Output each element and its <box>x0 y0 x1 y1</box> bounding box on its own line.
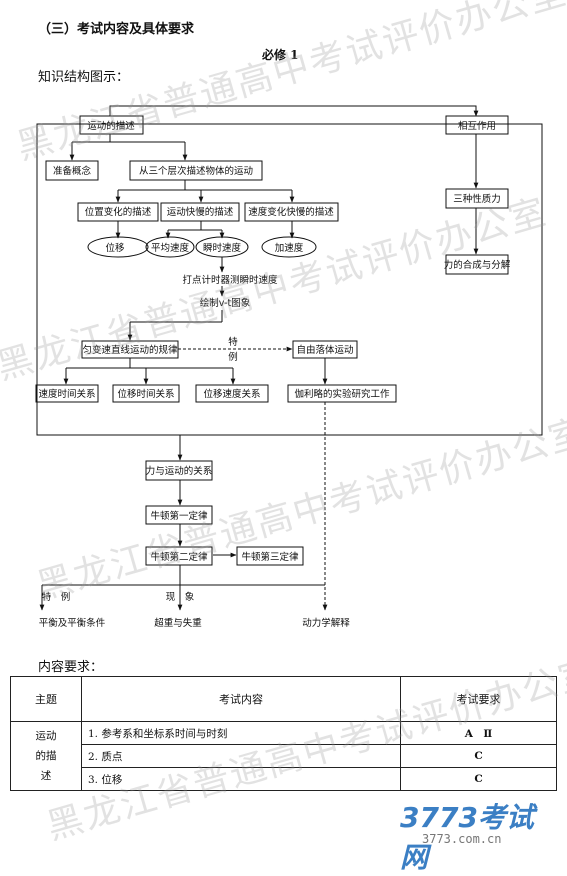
topic-line: 运动 <box>35 730 57 742</box>
node-newton1-box <box>145 505 213 525</box>
content-cell: 3. 位移 <box>81 767 401 791</box>
node-dynamics: 动力学解释 <box>302 617 350 629</box>
content-title: 内容要求： <box>38 660 104 675</box>
node-uniform-box <box>81 340 179 359</box>
node-vel-change-box <box>244 202 339 222</box>
node-xt-rel: 位移时间关系 <box>117 388 174 400</box>
structure-title: 知识结构图示： <box>38 70 130 85</box>
node-free-fall-box <box>292 340 358 359</box>
node-compose-box <box>445 254 509 275</box>
table-row: 3. 位移 C <box>11 767 557 791</box>
node-balance: 平衡及平衡条件 <box>39 617 106 629</box>
node-prep-concepts-box <box>45 160 99 181</box>
header-content: 考试内容 <box>81 676 401 722</box>
node-acceleration: 加速度 <box>275 242 304 254</box>
node-force-motion: 力与运动的关系 <box>146 465 213 477</box>
node-prep-concepts: 准备概念 <box>53 165 92 177</box>
knowledge-structure-diagram: 运动的描述 相互作用 准备概念 从三个层次描述物体的运动 位置变化的描述 运动快… <box>35 105 543 629</box>
node-overweight: 超重与失重 <box>154 617 202 629</box>
node-three-levels-box <box>129 160 263 181</box>
node-pos-change: 位置变化的描述 <box>85 206 152 218</box>
node-force-motion-box <box>145 460 213 481</box>
node-newton3: 牛顿第三定律 <box>241 551 299 563</box>
node-vt-graph: 绘制v-t图象 <box>200 297 251 309</box>
node-pos-change-box <box>77 202 159 222</box>
node-xv-rel: 位移速度关系 <box>203 388 260 400</box>
node-newton3-box <box>236 546 304 566</box>
node-compose: 力的合成与分解 <box>444 259 511 271</box>
table-row: 运动 的描 述 1. 参考系和坐标系时间与时刻 A Ⅱ <box>10 721 557 791</box>
node-special: 特 <box>228 336 238 348</box>
content-cell: 1. 参考系和坐标系时间与时刻 <box>81 721 401 745</box>
node-free-fall: 自由落体运动 <box>296 344 353 356</box>
node-vel-change: 速度变化快慢的描述 <box>248 206 334 218</box>
node-three-levels: 从三个层次描述物体的运动 <box>139 165 253 177</box>
section-title: （三）考试内容及具体要求 <box>38 22 195 37</box>
node-motion-desc: 运动的描述 <box>87 120 135 132</box>
requirements-table: 主题 考试内容 考试要求 运动 的描 述 1. 参考系和坐标系时间与时刻 A Ⅱ… <box>10 676 557 791</box>
node-galileo: 伽利略的实验研究工作 <box>294 388 390 400</box>
node-inst-speed: 瞬时速度 <box>203 242 242 254</box>
node-displacement: 位移 <box>105 242 125 254</box>
header-level: 考试要求 <box>400 676 557 722</box>
node-three-forces-box <box>445 188 509 209</box>
logo-sub-text: 3773.com.cn <box>422 832 502 846</box>
node-newton2: 牛顿第二定律 <box>150 551 208 563</box>
node-vt-rel: 速度时间关系 <box>38 388 95 400</box>
level-cell: C <box>400 744 557 768</box>
node-interaction-box <box>445 115 509 135</box>
node-phenomenon: 现 象 <box>166 591 195 603</box>
node-three-forces: 三种性质力 <box>453 193 501 205</box>
node-interaction: 相互作用 <box>458 120 496 132</box>
site-logo: 3773考试网 3773.com.cn <box>400 796 560 874</box>
table-header-row: 主题 考试内容 考试要求 <box>10 676 557 722</box>
node-xv-rel-box <box>195 384 269 403</box>
logo-main-text: 3773考试网 <box>400 801 534 874</box>
node-galileo-box <box>287 384 397 403</box>
node-fast-slow: 运动快慢的描述 <box>167 206 234 218</box>
header-topic: 主题 <box>10 676 82 722</box>
table-row: 2. 质点 C <box>11 744 557 768</box>
module-title: 必修 1 <box>262 48 299 62</box>
level-cell: C <box>400 767 557 791</box>
node-newton1: 牛顿第一定律 <box>150 510 208 522</box>
topic-line: 的描 <box>35 750 57 762</box>
node-xt-rel-box <box>112 384 180 403</box>
content-cell: 2. 质点 <box>81 744 401 768</box>
node-fast-slow-box <box>160 202 240 222</box>
node-newton2-box <box>145 546 213 566</box>
node-case: 例 <box>228 351 238 363</box>
node-avg-speed: 平均速度 <box>151 242 190 254</box>
node-motion-desc-box <box>79 115 144 135</box>
node-uniform: 匀变速直线运动的规律 <box>82 344 178 356</box>
topic-cell: 运动 的描 述 <box>10 721 82 791</box>
node-timer: 打点计时器测瞬时速度 <box>182 274 278 286</box>
node-vt-rel-box <box>35 384 99 403</box>
level-cell: A Ⅱ <box>400 721 557 745</box>
topic-line: 述 <box>40 770 52 782</box>
outer-frame <box>36 123 543 436</box>
node-special-case: 特 例 <box>42 591 71 603</box>
